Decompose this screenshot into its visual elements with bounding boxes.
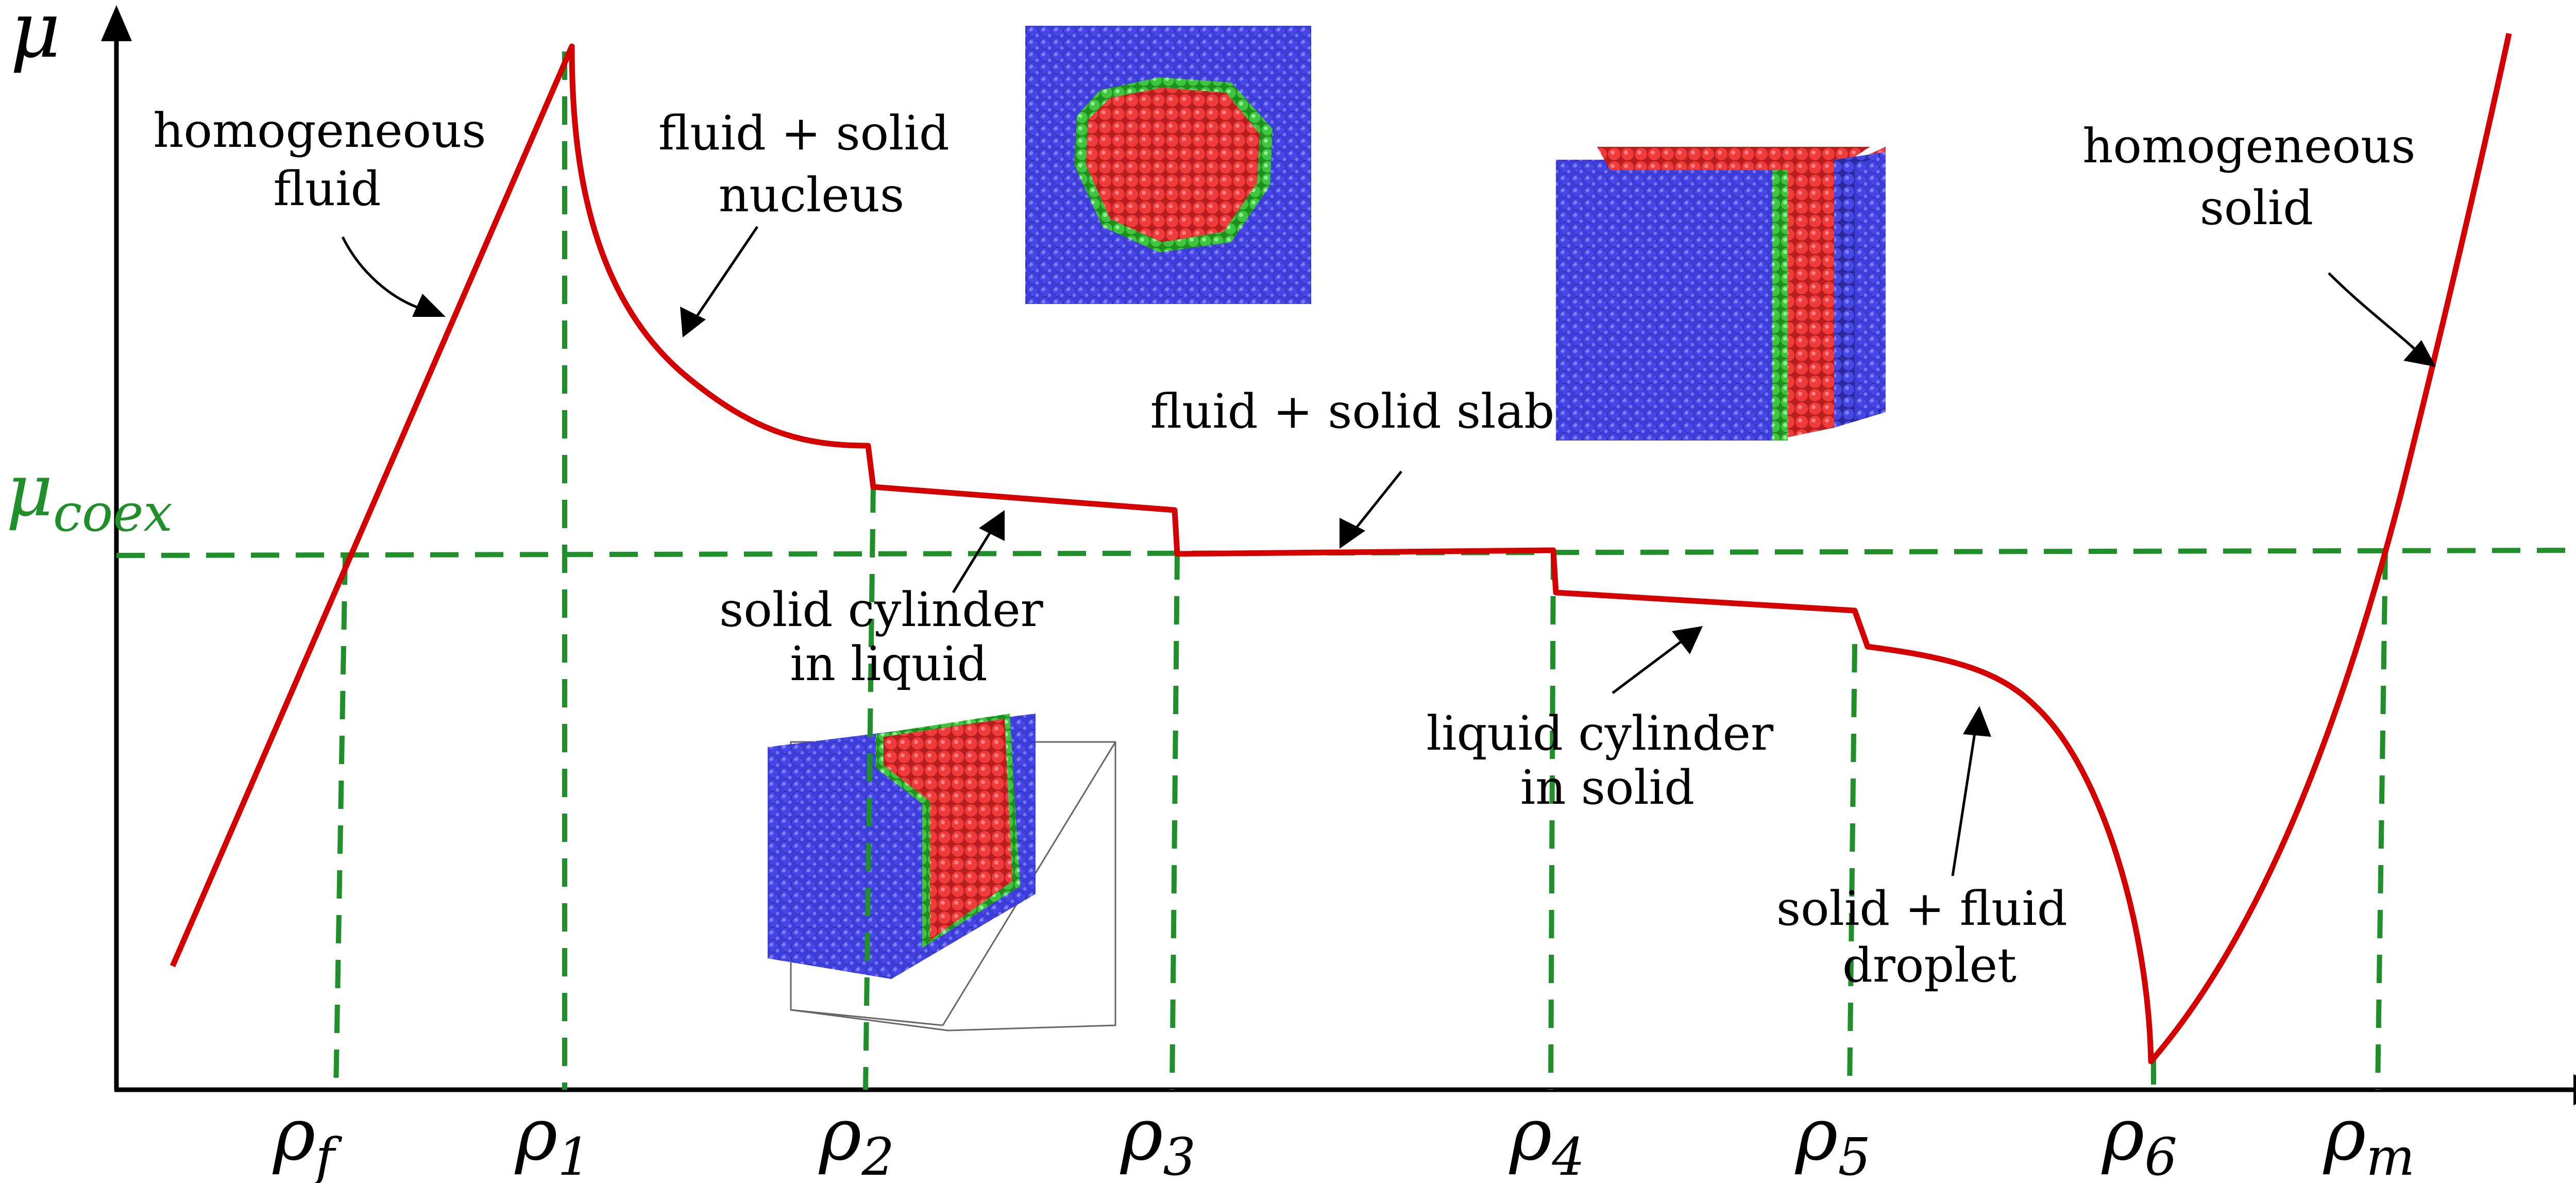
label-solid-fluid-droplet: solid + fluid droplet xyxy=(1776,881,2082,993)
solid-slab-snapshot xyxy=(1556,147,1886,441)
guide-rho-3 xyxy=(1170,551,1180,1090)
tick-rho-f: ρf xyxy=(272,1093,342,1183)
tick-rho-4: ρ4 xyxy=(1509,1093,1585,1183)
tick-rho-3: ρ3 xyxy=(1120,1093,1196,1183)
arrow-droplet xyxy=(1951,726,1977,876)
tick-rho-m: ρm xyxy=(2323,1093,2415,1183)
mu-coex-label: μcoex xyxy=(6,449,173,543)
label-liquid-cylinder: liquid cylinder in solid xyxy=(1427,706,1789,815)
solid-nucleus-snapshot xyxy=(1025,26,1311,304)
label-homogeneous-fluid: homogeneous fluid xyxy=(153,103,501,216)
label-homogeneous-solid: homogeneous solid xyxy=(2082,119,2430,235)
label-fluid-solid-nucleus: fluid + solid nucleus xyxy=(658,106,964,223)
x-axis-arrowhead xyxy=(2573,1074,2576,1105)
tick-rho-2: ρ2 xyxy=(818,1093,894,1183)
guide-rho-5 xyxy=(1847,644,1857,1090)
guide-rho-f xyxy=(333,556,348,1090)
annotation-arrows xyxy=(341,226,2436,876)
arrow-solid-cylinder xyxy=(952,525,996,594)
label-solid-cylinder: solid cylinder in liquid xyxy=(719,582,1058,691)
guide-rho-m xyxy=(2375,551,2388,1090)
y-axis-label: μ xyxy=(10,0,61,75)
arrow-homogeneous-fluid xyxy=(341,236,423,311)
guide-rho-4 xyxy=(1548,551,1556,1090)
tick-rho-5: ρ5 xyxy=(1794,1093,1871,1183)
chemical-potential-curve xyxy=(170,32,2512,1064)
arrow-liquid-cylinder xyxy=(1612,638,1686,694)
arrow-nucleus xyxy=(691,226,759,323)
label-fluid-solid-slab: fluid + solid slab xyxy=(1150,384,1554,439)
axes xyxy=(101,5,2576,1105)
solid-cylinder-snapshot xyxy=(768,714,1116,1032)
tick-rho-1: ρ1 xyxy=(514,1093,590,1183)
arrow-homogeneous-solid xyxy=(2328,272,2422,357)
tick-rho-6: ρ6 xyxy=(2101,1093,2177,1183)
arrow-slab xyxy=(1349,470,1402,537)
guide-rho-2 xyxy=(863,484,876,1090)
y-axis-arrowhead xyxy=(101,5,132,41)
